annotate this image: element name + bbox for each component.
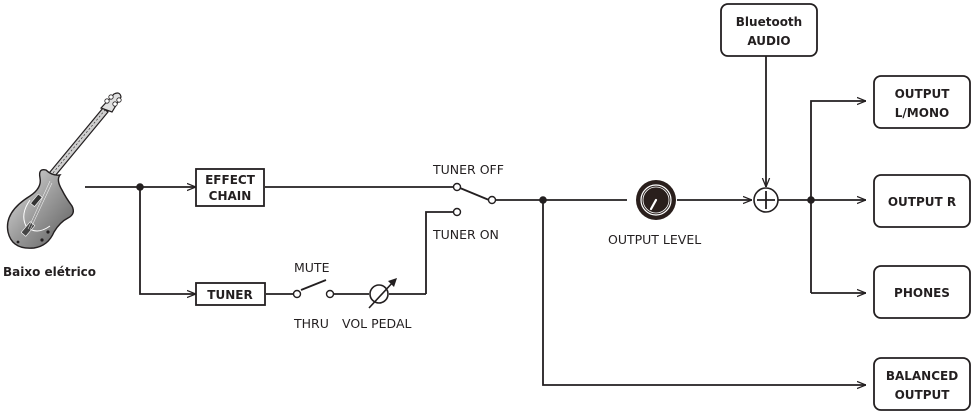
junction-dot xyxy=(136,183,144,191)
junction-dot xyxy=(539,196,547,204)
bass-guitar-icon xyxy=(6,92,122,249)
output-l-mono-label-2: L/MONO xyxy=(895,106,949,120)
mixer-plus-icon xyxy=(753,187,779,213)
output-level-knob-icon xyxy=(636,180,676,220)
output-l-mono-block: OUTPUT L/MONO xyxy=(873,75,971,129)
junction-dot xyxy=(807,196,815,204)
tuner-block: TUNER xyxy=(195,282,266,306)
tuner-on-label: TUNER ON xyxy=(432,227,499,242)
output-r-label: OUTPUT R xyxy=(888,195,956,209)
bluetooth-label-1: Bluetooth xyxy=(736,15,802,29)
balanced-output-label-2: OUTPUT xyxy=(895,388,951,402)
vol-pedal-icon xyxy=(368,278,397,309)
phones-label: PHONES xyxy=(894,286,950,300)
balanced-output-label-1: BALANCED xyxy=(886,369,958,383)
wires xyxy=(85,56,866,385)
mute-switch xyxy=(292,289,335,299)
output-r-block: OUTPUT R xyxy=(873,174,971,228)
thru-label: THRU xyxy=(293,316,329,331)
effect-chain-block: EFFECT CHAIN xyxy=(195,168,265,207)
bluetooth-audio-block: Bluetooth AUDIO xyxy=(720,3,818,57)
effect-chain-label-2: CHAIN xyxy=(209,189,252,203)
output-level-label: OUTPUT LEVEL xyxy=(608,232,701,247)
tuner-off-label: TUNER OFF xyxy=(432,162,504,177)
bluetooth-label-2: AUDIO xyxy=(747,34,790,48)
effect-chain-label-1: EFFECT xyxy=(205,173,256,187)
vol-pedal-label: VOL PEDAL xyxy=(342,316,412,331)
tuner-switch xyxy=(452,182,497,217)
mute-label: MUTE xyxy=(294,260,330,275)
balanced-output-block: BALANCED OUTPUT xyxy=(873,357,971,411)
tuner-label: TUNER xyxy=(207,288,252,302)
output-l-mono-label-1: OUTPUT xyxy=(895,87,951,101)
phones-block: PHONES xyxy=(873,265,971,319)
input-label: Baixo elétrico xyxy=(3,265,96,279)
